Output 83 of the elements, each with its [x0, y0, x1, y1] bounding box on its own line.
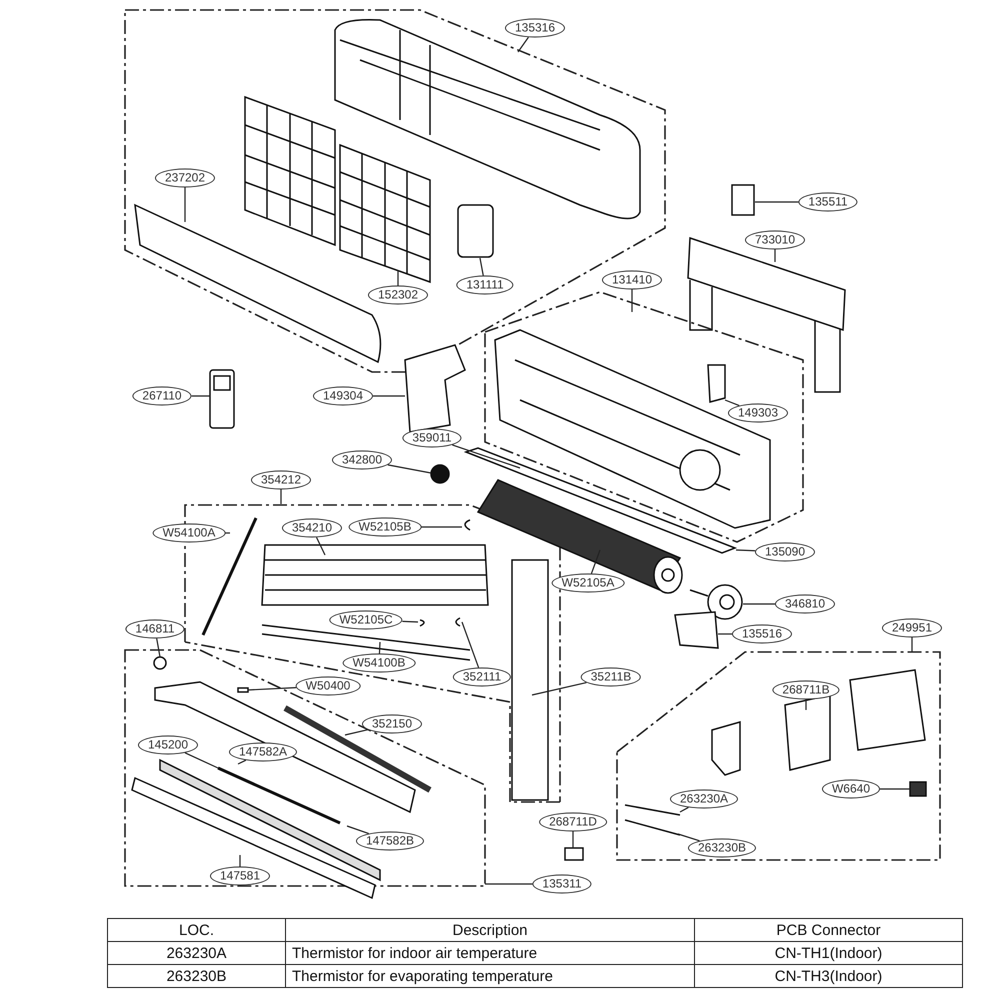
location-code: 263230B	[108, 964, 286, 988]
callout-number: 268711B	[772, 680, 840, 700]
leader-line	[388, 464, 432, 474]
connector-name: CN-TH3(Indoor)	[694, 964, 962, 988]
leader-line	[880, 788, 910, 790]
callout-number: 733010	[744, 230, 806, 250]
callout-number: 146811	[125, 620, 185, 638]
callout-number: W54100A	[152, 524, 226, 542]
leader-line	[590, 550, 601, 574]
callout-number: 135090	[754, 542, 816, 562]
leader-line	[239, 855, 241, 866]
leader-line	[805, 700, 807, 710]
callout-number: W54100B	[342, 654, 416, 672]
callout-number: 263230B	[688, 838, 756, 858]
callout-number: 135316	[504, 18, 566, 38]
callout-number: 352150	[362, 714, 422, 734]
leader-line	[373, 395, 405, 397]
leader-line	[346, 825, 369, 834]
callout-number: 263230A	[670, 790, 738, 808]
callout-number: 354212	[250, 470, 312, 490]
leader-line	[631, 290, 633, 312]
callout-number: 152302	[368, 286, 428, 304]
callout-number: 342800	[332, 450, 392, 470]
leader-line	[344, 729, 368, 736]
leader-line	[911, 638, 913, 652]
part-description: Thermistor for evaporating temperature	[286, 964, 694, 988]
callout-number: 135311	[532, 874, 592, 894]
leader-line	[421, 526, 462, 528]
leader-line	[461, 622, 480, 668]
callout-number: 147582B	[356, 832, 424, 850]
callout-number: 352111	[452, 668, 512, 686]
column-header: PCB Connector	[694, 918, 962, 942]
callout-number: 359011	[402, 428, 462, 448]
callout-number: W50400	[296, 676, 360, 696]
callout-number: 149303	[728, 404, 788, 422]
leader-line	[736, 549, 756, 552]
leader-line	[248, 687, 296, 691]
leader-line	[743, 603, 775, 605]
leader-line	[378, 642, 381, 654]
callout-number: 147581	[210, 866, 270, 886]
leader-line	[280, 490, 282, 504]
leader-line	[485, 883, 532, 885]
callout-number: 237202	[154, 168, 216, 188]
leader-line	[755, 201, 798, 203]
callout-number: 135516	[732, 624, 792, 644]
column-header: Description	[286, 918, 694, 942]
callout-number: 145200	[138, 736, 198, 754]
callout-number: W52105B	[348, 518, 422, 536]
leader-line	[724, 399, 740, 406]
leader-line	[238, 760, 246, 765]
leader-line	[479, 258, 484, 276]
callout-number: 131410	[602, 270, 662, 290]
connector-name: CN-TH1(Indoor)	[694, 942, 962, 964]
column-header: LOC.	[108, 918, 286, 942]
leader-line	[184, 752, 218, 769]
leader-line	[774, 250, 776, 262]
callout-number: W6640	[822, 780, 880, 798]
leader-line	[192, 395, 210, 397]
leader-line	[532, 682, 587, 696]
leader-line	[156, 638, 161, 658]
part-description: Thermistor for indoor air temperature	[286, 942, 694, 964]
callout-number: 267110	[132, 386, 192, 406]
callout-number: 268711D	[539, 812, 607, 832]
leader-line	[572, 832, 574, 848]
leader-line	[680, 806, 689, 813]
callout-number: W52105C	[329, 610, 403, 630]
leader-line	[402, 620, 418, 623]
leader-line	[518, 36, 529, 52]
callout-number: 346810	[774, 594, 836, 614]
callout-number: 249951	[882, 618, 942, 638]
leader-line	[397, 270, 399, 286]
callout-number: 149304	[312, 386, 374, 406]
leader-line	[316, 537, 326, 556]
callout-number: 131111	[456, 276, 514, 294]
callout-number: W52105A	[552, 574, 624, 592]
leader-line	[184, 188, 186, 222]
leader-line	[718, 633, 732, 635]
callout-number: 135511	[798, 192, 858, 212]
location-code: 263230A	[108, 942, 286, 964]
callout-number: 147582A	[228, 742, 298, 762]
callout-number: 35211B	[580, 668, 642, 686]
callout-number: 354210	[282, 518, 342, 538]
leader-line	[678, 833, 700, 842]
